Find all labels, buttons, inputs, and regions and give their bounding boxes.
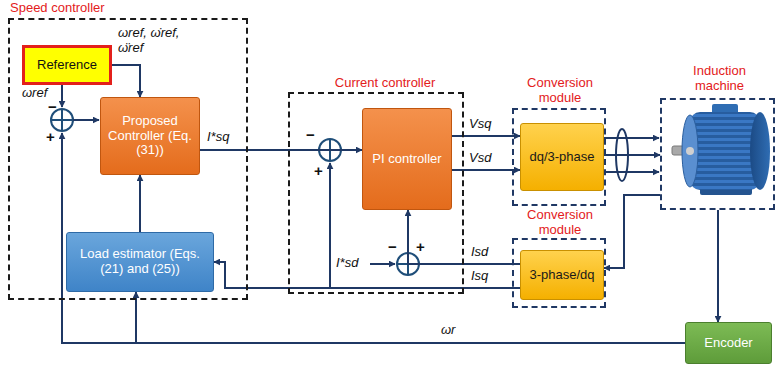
signal-name: Vsq <box>468 117 492 132</box>
motor-illustration <box>690 112 760 190</box>
signal-name: Vsd <box>468 151 492 166</box>
signal-wire <box>598 171 659 173</box>
box-label: Load estimator (Eqs. (21) and (25)) <box>67 247 213 277</box>
signal-wire <box>370 263 395 265</box>
box-label: 3-phase/dq <box>525 268 598 283</box>
sign-label: − <box>388 238 397 255</box>
motor-illustration <box>750 112 770 190</box>
signal-connector <box>717 210 719 322</box>
signal-wire <box>62 85 659 343</box>
box-label: Encoder <box>700 336 756 351</box>
signal-wire <box>73 119 99 121</box>
signal-connector <box>214 262 520 288</box>
conversion-box: dq/3-phase <box>520 123 604 191</box>
signal-wire <box>61 85 63 107</box>
sign-label: − <box>48 98 57 115</box>
encoder-box: Encoder <box>685 322 772 364</box>
controller-group: Current controllerPI controller <box>288 92 464 294</box>
signal-connector <box>139 175 141 232</box>
box-label: dq/3-phase <box>525 150 598 165</box>
signal-connector <box>604 154 660 156</box>
machine-group: Induction machine <box>660 98 775 210</box>
signal-wire <box>598 137 659 139</box>
module-group: Conversion module3-phase/dq <box>512 238 606 308</box>
box-label: Reference <box>33 58 101 73</box>
group-heading: Conversion module <box>520 208 600 238</box>
sign-label: + <box>46 128 55 145</box>
signal-name: Isq <box>470 269 489 284</box>
controller-group: Speed controllerReferenceProposed Contro… <box>8 18 248 300</box>
module-group: Conversion moduledq/3-phase <box>512 108 606 206</box>
group-heading: Speed controller <box>10 1 170 16</box>
sign-label: + <box>416 238 425 255</box>
motor-illustration <box>672 104 770 195</box>
signal-connector <box>604 195 660 268</box>
box-label: Proposed Controller (Eq. (31)) <box>101 114 199 159</box>
sign-label: − <box>306 126 315 143</box>
signal-name: I*sd <box>336 256 358 271</box>
signal-wire <box>329 163 331 288</box>
signal-name: ωref <box>22 86 47 101</box>
sign-label: + <box>314 162 323 179</box>
motor-illustration <box>686 147 694 155</box>
signal-connector <box>408 210 520 264</box>
conversion-box: 3-phase/dq <box>520 250 604 300</box>
box-label: PI controller <box>368 152 445 167</box>
signal-connector <box>112 65 140 97</box>
motor-illustration <box>682 115 698 187</box>
group-heading: Conversion module <box>520 76 600 106</box>
pi-box: PI controller <box>362 108 452 210</box>
signal-name: ωr <box>440 323 456 338</box>
controller-box: Proposed Controller (Eq. (31)) <box>100 97 200 175</box>
signal-name: I*sq <box>206 130 230 145</box>
reference-box: Reference <box>22 45 112 85</box>
group-heading: Current controller <box>320 76 450 91</box>
signal-connector <box>200 149 362 151</box>
estimator-box: Load estimator (Eqs. (21) and (25)) <box>66 232 214 292</box>
signal-name: Isd <box>470 245 489 260</box>
signal-name: ωref, ω̇ref, ω̈ref <box>118 26 200 56</box>
group-heading: Induction machine <box>682 64 757 94</box>
